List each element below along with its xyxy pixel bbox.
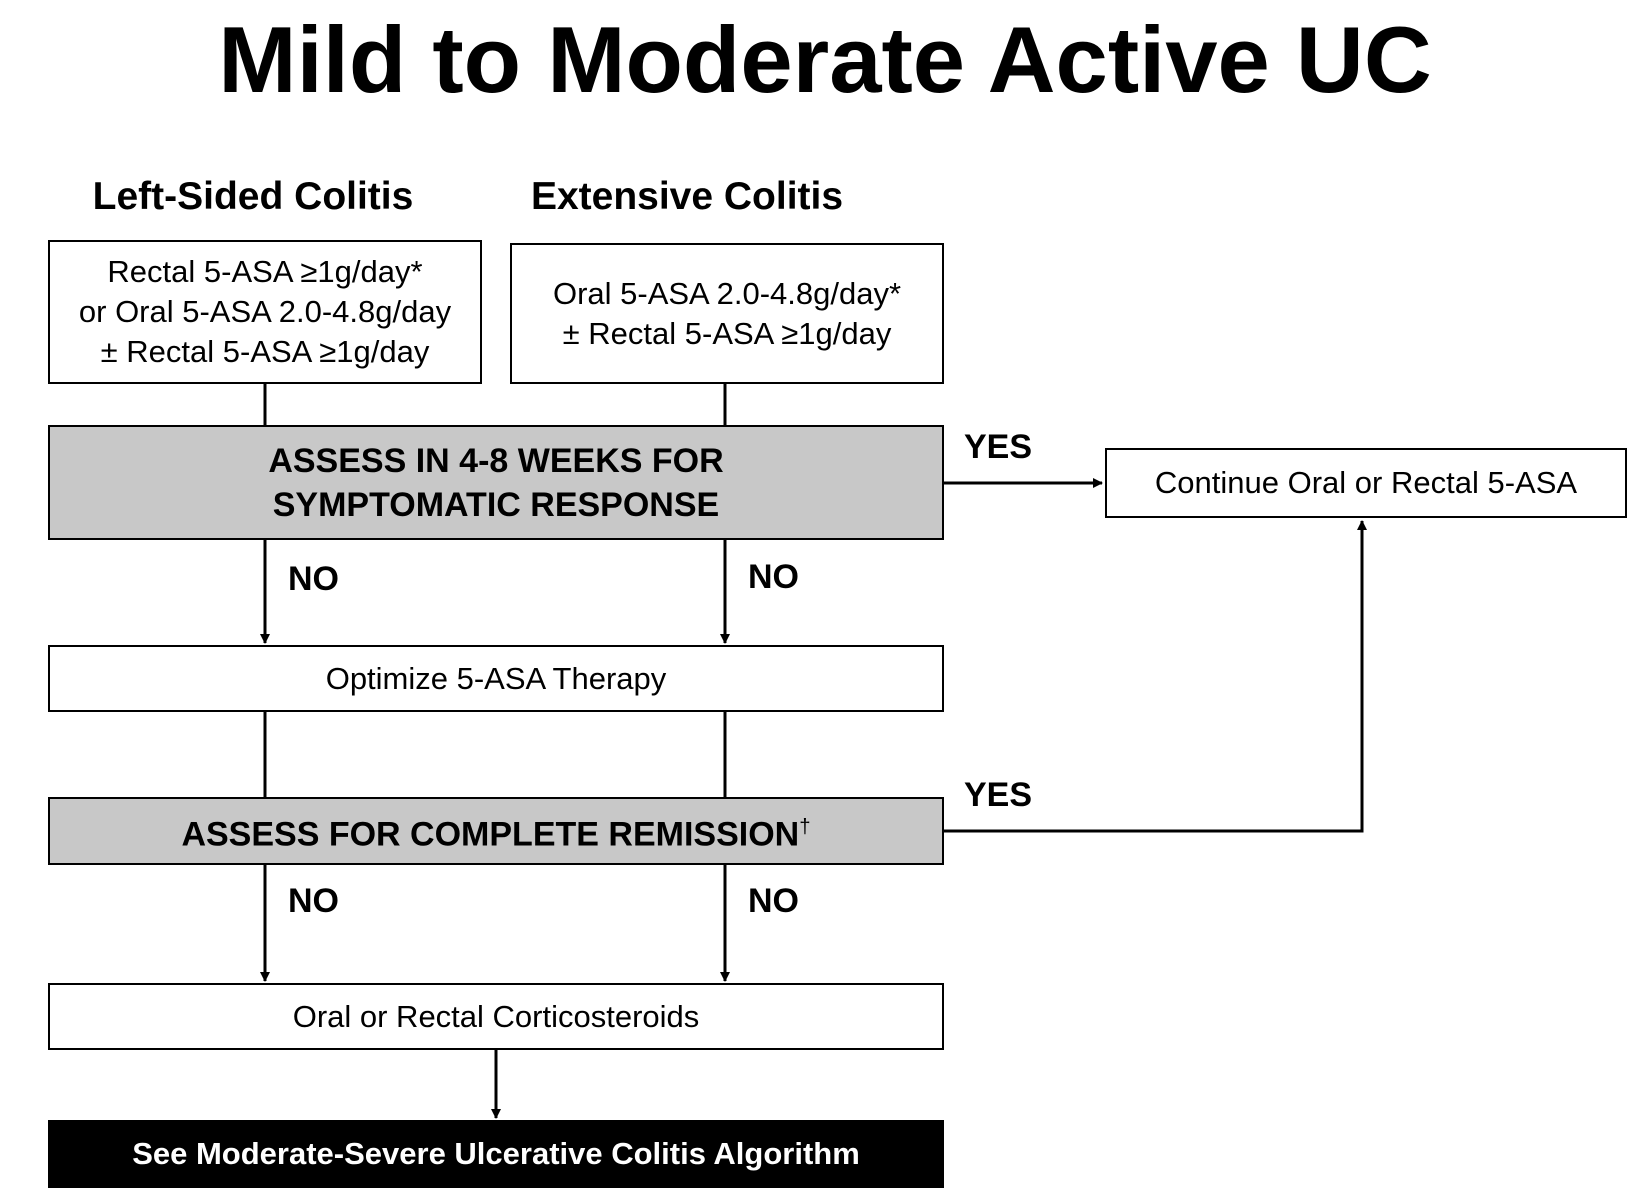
assess-response-box: ASSESS IN 4-8 WEEKS FOR SYMPTOMATIC RESP… xyxy=(48,425,944,540)
see-algorithm-box: See Moderate-Severe Ulcerative Colitis A… xyxy=(48,1120,944,1188)
left-therapy-text: Rectal 5-ASA ≥1g/day* or Oral 5-ASA 2.0-… xyxy=(78,254,452,369)
left-sided-heading: Left-Sided Colitis xyxy=(92,175,414,218)
extensive-heading: Extensive Colitis xyxy=(530,175,844,218)
see-algorithm-text: See Moderate-Severe Ulcerative Colitis A… xyxy=(132,1136,860,1171)
optimize-text: Optimize 5-ASA Therapy xyxy=(325,660,667,696)
yes-label-1: YES xyxy=(964,428,1033,466)
no-label-3: NO xyxy=(288,882,339,920)
corticosteroids-box: Oral or Rectal Corticosteroids xyxy=(48,983,944,1050)
yes-label-2: YES xyxy=(964,776,1033,814)
arrow-yes-remission-to-continue xyxy=(944,520,1367,833)
dagger-mark: † xyxy=(799,816,811,839)
right-therapy-text: Oral 5-ASA 2.0-4.8g/day* ± Rectal 5-ASA … xyxy=(552,275,902,351)
left-therapy-box: Rectal 5-ASA ≥1g/day* or Oral 5-ASA 2.0-… xyxy=(48,240,482,384)
assess-response-text: ASSESS IN 4-8 WEEKS FOR SYMPTOMATIC RESP… xyxy=(268,441,724,524)
no-label-4: NO xyxy=(748,882,799,920)
assess-remission-box: ASSESS FOR COMPLETE REMISSION† xyxy=(48,797,944,865)
no-label-1: NO xyxy=(288,560,339,598)
optimize-box: Optimize 5-ASA Therapy xyxy=(48,645,944,712)
right-therapy-box: Oral 5-ASA 2.0-4.8g/day* ± Rectal 5-ASA … xyxy=(510,243,944,384)
continue-text: Continue Oral or Rectal 5-ASA xyxy=(1154,465,1578,500)
assess-remission-text: ASSESS FOR COMPLETE REMISSION xyxy=(181,815,800,854)
no-label-2: NO xyxy=(748,558,799,596)
corticosteroids-text: Oral or Rectal Corticosteroids xyxy=(292,998,700,1034)
page-title: Mild to Moderate Active UC xyxy=(218,7,1432,112)
continue-box: Continue Oral or Rectal 5-ASA xyxy=(1105,448,1627,518)
